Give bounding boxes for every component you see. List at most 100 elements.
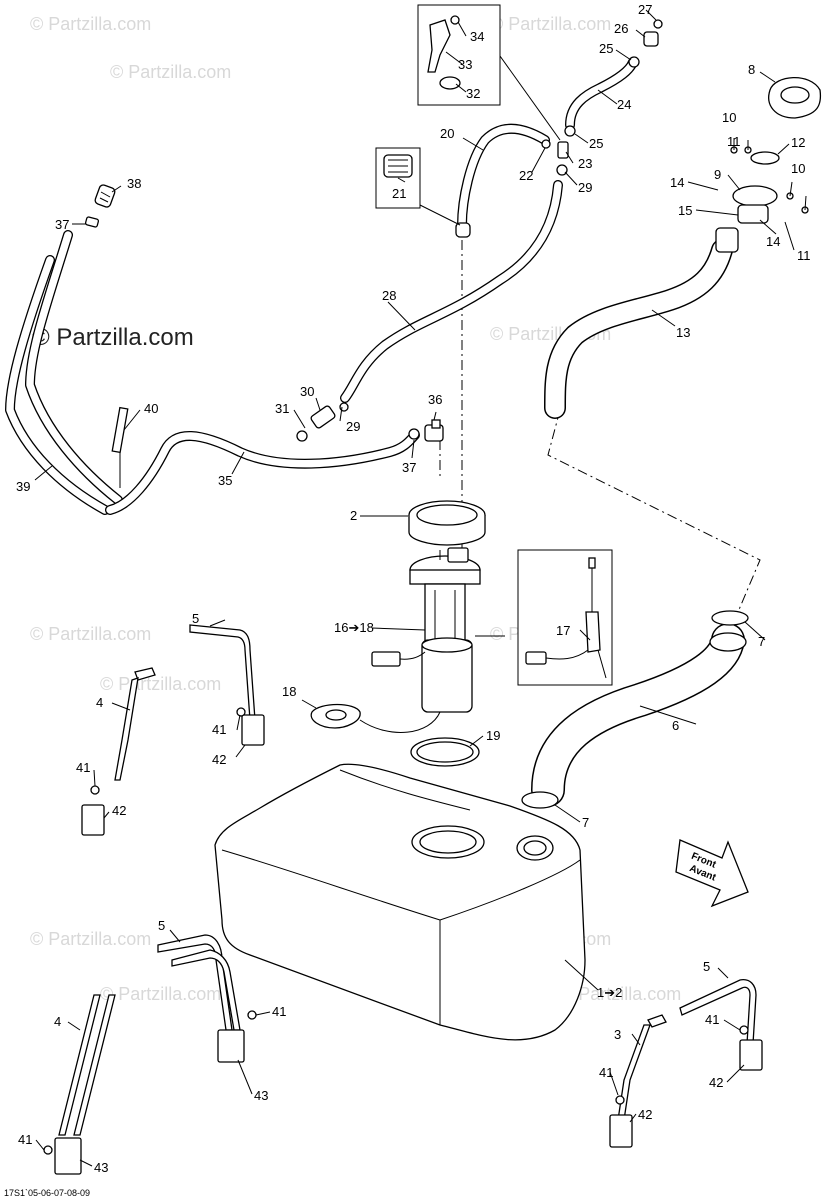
callout-29: 29 bbox=[346, 419, 360, 434]
callout-9: 9 bbox=[714, 167, 721, 182]
callout-15: 15 bbox=[678, 203, 692, 218]
callout-5c: 5 bbox=[703, 959, 710, 974]
watermark: © Partzilla.com bbox=[30, 14, 151, 34]
part-9-filler-flange bbox=[730, 138, 809, 224]
watermark: © Partzilla.com bbox=[490, 14, 611, 34]
callout-16to18: 16➔18 bbox=[334, 620, 374, 635]
part-2-lock-ring bbox=[408, 500, 486, 546]
part-16-fuel-pump-module bbox=[371, 547, 505, 713]
callout-5b: 5 bbox=[158, 918, 165, 933]
callout-4b: 4 bbox=[54, 1014, 61, 1029]
front-direction-arrow: Front Avant bbox=[675, 839, 749, 908]
callout-28: 28 bbox=[382, 288, 396, 303]
callout-37: 37 bbox=[55, 217, 69, 232]
callout-14: 14 bbox=[670, 175, 684, 190]
callout-14b: 14 bbox=[766, 234, 780, 249]
watermark-prominent: © Partzilla.com bbox=[32, 324, 194, 351]
strap-assembly-lower-left bbox=[43, 934, 257, 1175]
callout-36: 36 bbox=[428, 392, 442, 407]
hose-35 bbox=[105, 430, 420, 515]
callout-34: 34 bbox=[470, 29, 484, 44]
callout-6: 6 bbox=[672, 718, 679, 733]
hose-13-filler-neck bbox=[544, 239, 733, 419]
callout-41c: 41 bbox=[272, 1004, 286, 1019]
callout-41e: 41 bbox=[705, 1012, 719, 1027]
callout-37b: 37 bbox=[402, 460, 416, 475]
part-38-check-valve bbox=[94, 184, 116, 208]
watermark: © Partzilla.com bbox=[100, 984, 221, 1004]
callout-4: 4 bbox=[96, 695, 103, 710]
callout-43: 43 bbox=[254, 1088, 268, 1103]
callout-31: 31 bbox=[275, 401, 289, 416]
callout-43b: 43 bbox=[94, 1160, 108, 1175]
inset-box-32-34 bbox=[417, 4, 561, 141]
callout-20: 20 bbox=[440, 126, 454, 141]
assembly-lines bbox=[439, 240, 761, 613]
callout-13: 13 bbox=[676, 325, 690, 340]
hose-6-filler-tube bbox=[531, 623, 747, 807]
inset-box-21 bbox=[375, 147, 461, 226]
callout-8: 8 bbox=[748, 62, 755, 77]
watermark: © Partzilla.com bbox=[30, 929, 151, 949]
strap-assembly-upper-left bbox=[81, 624, 265, 836]
hose-20 bbox=[457, 123, 550, 230]
callout-41: 41 bbox=[212, 722, 226, 737]
callout-26: 26 bbox=[614, 21, 628, 36]
part-8-fuel-cap bbox=[768, 77, 822, 119]
callout-41d: 41 bbox=[18, 1132, 32, 1147]
callout-22: 22 bbox=[519, 168, 533, 183]
callout-17: 17 bbox=[556, 623, 570, 638]
part-7-clamp-lower bbox=[521, 791, 559, 809]
drawing-code: 17S1`05-06-07-08-09 bbox=[4, 1188, 90, 1198]
inset-box-17-level-sensor bbox=[517, 549, 613, 686]
part-36-connector bbox=[408, 419, 444, 442]
callout-42b: 42 bbox=[112, 803, 126, 818]
callout-11b: 11 bbox=[797, 248, 811, 263]
watermark: © Partzilla.com bbox=[560, 984, 681, 1004]
callout-27: 27 bbox=[638, 2, 652, 17]
callout-2: 2 bbox=[350, 508, 357, 523]
callout-35: 35 bbox=[218, 473, 232, 488]
callout-41b: 41 bbox=[76, 760, 90, 775]
callout-10b: 10 bbox=[791, 161, 805, 176]
part-30-valve bbox=[296, 402, 349, 442]
callout-42d: 42 bbox=[638, 1107, 652, 1122]
part-13-neck-top bbox=[715, 227, 739, 253]
part-21-box-connector bbox=[455, 222, 471, 238]
part-19-gasket bbox=[410, 737, 480, 767]
callout-41f: 41 bbox=[599, 1065, 613, 1080]
part-7-clamp-upper bbox=[711, 610, 749, 626]
hose-39-filler-vent bbox=[5, 230, 123, 515]
leader-lines bbox=[34, 9, 795, 1167]
part-18-filter bbox=[310, 703, 441, 733]
callout-7: 7 bbox=[758, 634, 765, 649]
callout-12: 12 bbox=[791, 135, 805, 150]
hose-28 bbox=[340, 180, 563, 403]
callout-18: 18 bbox=[282, 684, 296, 699]
callout-42c: 42 bbox=[709, 1075, 723, 1090]
callout-5: 5 bbox=[192, 611, 199, 626]
watermark: © Partzilla.com bbox=[30, 624, 151, 644]
callout-labels: 38 37 40 39 35 31 30 29 28 36 37 2 16➔18… bbox=[16, 2, 811, 1175]
callout-33: 33 bbox=[458, 57, 472, 72]
part-22-23-25-29-fittings bbox=[541, 19, 663, 176]
watermark: © Partzilla.com bbox=[100, 674, 221, 694]
callout-25b: 25 bbox=[589, 136, 603, 151]
callout-38: 38 bbox=[127, 176, 141, 191]
callout-39: 39 bbox=[16, 479, 30, 494]
callout-30: 30 bbox=[300, 384, 314, 399]
callout-40: 40 bbox=[144, 401, 158, 416]
watermark: © Partzilla.com bbox=[110, 62, 231, 82]
callout-32: 32 bbox=[466, 86, 480, 101]
callout-42: 42 bbox=[212, 752, 226, 767]
part-1-fuel-tank bbox=[214, 763, 586, 1041]
hose-24 bbox=[565, 57, 638, 130]
part-12-oring bbox=[750, 151, 780, 165]
callout-19: 19 bbox=[486, 728, 500, 743]
callout-1to2: 1➔2 bbox=[597, 985, 622, 1000]
callout-10: 10 bbox=[722, 110, 736, 125]
callout-23: 23 bbox=[578, 156, 592, 171]
callout-7b: 7 bbox=[582, 815, 589, 830]
callout-3: 3 bbox=[614, 1027, 621, 1042]
